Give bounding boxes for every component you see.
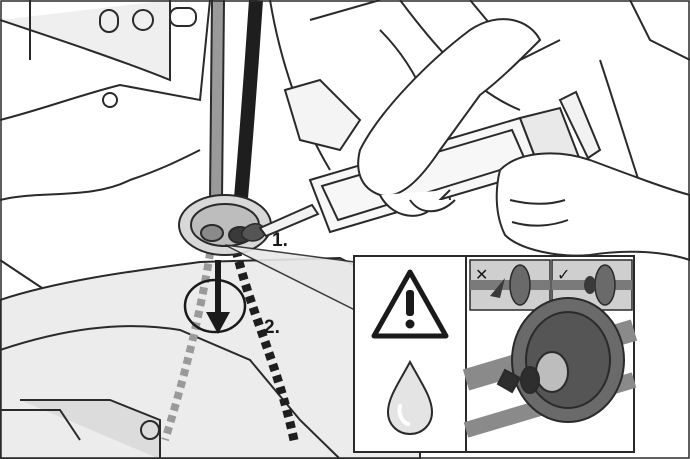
step2-label: 2.	[264, 317, 280, 338]
wrong-mark: ✕	[475, 265, 488, 284]
sealant-drop-icon	[386, 359, 434, 436]
grommet-detail	[462, 297, 638, 438]
body-hole	[169, 7, 197, 27]
step2-highlight	[183, 260, 247, 334]
floor-panel	[0, 256, 421, 459]
body-hole	[99, 9, 119, 33]
correct-example-thumbnail: ✓	[551, 259, 633, 311]
hand-right	[495, 152, 690, 262]
hand-left	[357, 18, 542, 217]
body-hole	[132, 9, 154, 31]
detail-panel: ✕ ✓	[353, 255, 638, 453]
step1-label: 1.	[272, 230, 288, 251]
right-mark: ✓	[557, 265, 570, 284]
black-cable	[231, 0, 300, 446]
body-hole	[102, 92, 118, 108]
warning-triangle-icon	[371, 269, 449, 339]
wrong-example-thumbnail: ✕	[469, 259, 551, 311]
gray-cable	[161, 0, 225, 442]
